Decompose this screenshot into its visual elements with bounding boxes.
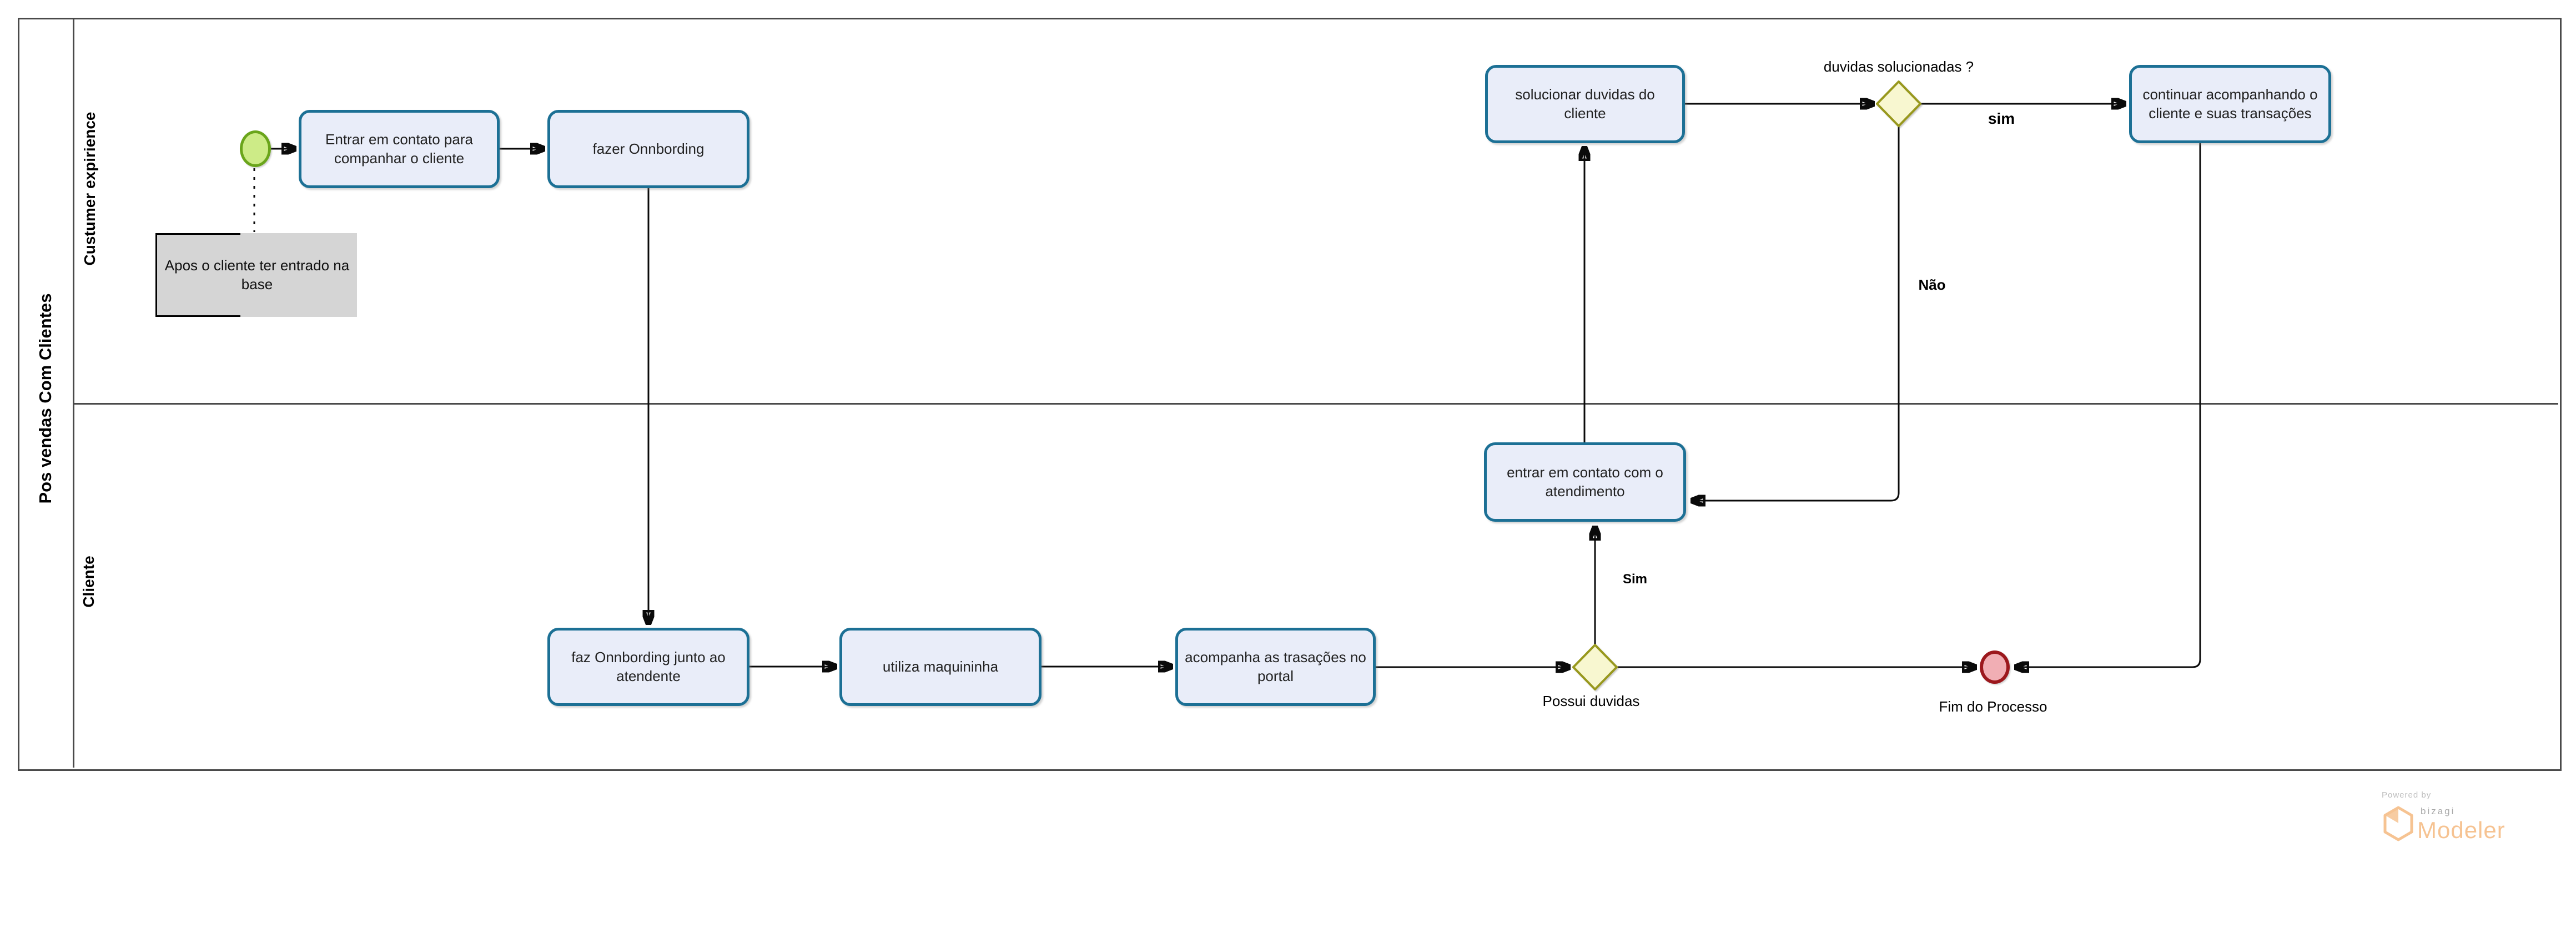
label-sim-lower: Sim bbox=[1622, 572, 1647, 587]
lane-divider bbox=[73, 403, 2558, 405]
gateway-possui-duvidas[interactable] bbox=[1572, 644, 1618, 690]
annotation-bracket-bottom bbox=[155, 315, 240, 317]
start-event[interactable] bbox=[240, 130, 271, 167]
gateway-duvidas-solucionadas[interactable] bbox=[1876, 80, 1921, 127]
end-event[interactable] bbox=[1980, 650, 2010, 684]
task-continuar-acompanhando[interactable]: continuar acompanhando o cliente e suas … bbox=[2129, 65, 2331, 143]
label-sim-upper: sim bbox=[1988, 110, 2015, 127]
label-nao: Não bbox=[1918, 276, 1946, 293]
bizagi-brand-label: bizagi bbox=[2421, 806, 2456, 816]
text-annotation[interactable]: Apos o cliente ter entrado na base bbox=[155, 233, 357, 317]
task-entrar-em-contato[interactable]: Entrar em contato para companhar o clien… bbox=[299, 110, 500, 188]
pool-pos-vendas[interactable] bbox=[18, 18, 2562, 771]
flow-continuar-to-end bbox=[2016, 143, 2201, 667]
annotation-text: Apos o cliente ter entrado na base bbox=[164, 256, 350, 292]
task-fazer-onboarding[interactable]: fazer Onnbording bbox=[547, 110, 749, 188]
flow-nao bbox=[1692, 126, 1900, 501]
task-solucionar-duvidas[interactable]: solucionar duvidas do cliente bbox=[1485, 65, 1685, 143]
gateway-possui-duvidas-label: Possui duvidas bbox=[1542, 693, 1640, 709]
powered-by-label: Powered by bbox=[2382, 790, 2432, 800]
task-acompanha-transacoes[interactable]: acompanha as trasações no portal bbox=[1175, 628, 1376, 706]
bizagi-hexagon-icon bbox=[2383, 806, 2413, 841]
task-utiliza-maquininha[interactable]: utiliza maquininha bbox=[839, 628, 1042, 706]
task-faz-onboarding-atendente[interactable]: faz Onnbording junto ao atendente bbox=[547, 628, 749, 706]
task-entrar-atendimento[interactable]: entrar em contato com o atendimento bbox=[1484, 442, 1686, 522]
end-event-label: Fim do Processo bbox=[1939, 698, 2047, 715]
modeler-product-label: Modeler bbox=[2417, 817, 2505, 843]
annotation-bracket-top bbox=[155, 233, 240, 235]
pool-title-divider bbox=[73, 18, 74, 768]
gateway-duvidas-label: duvidas solucionadas ? bbox=[1823, 58, 1974, 75]
